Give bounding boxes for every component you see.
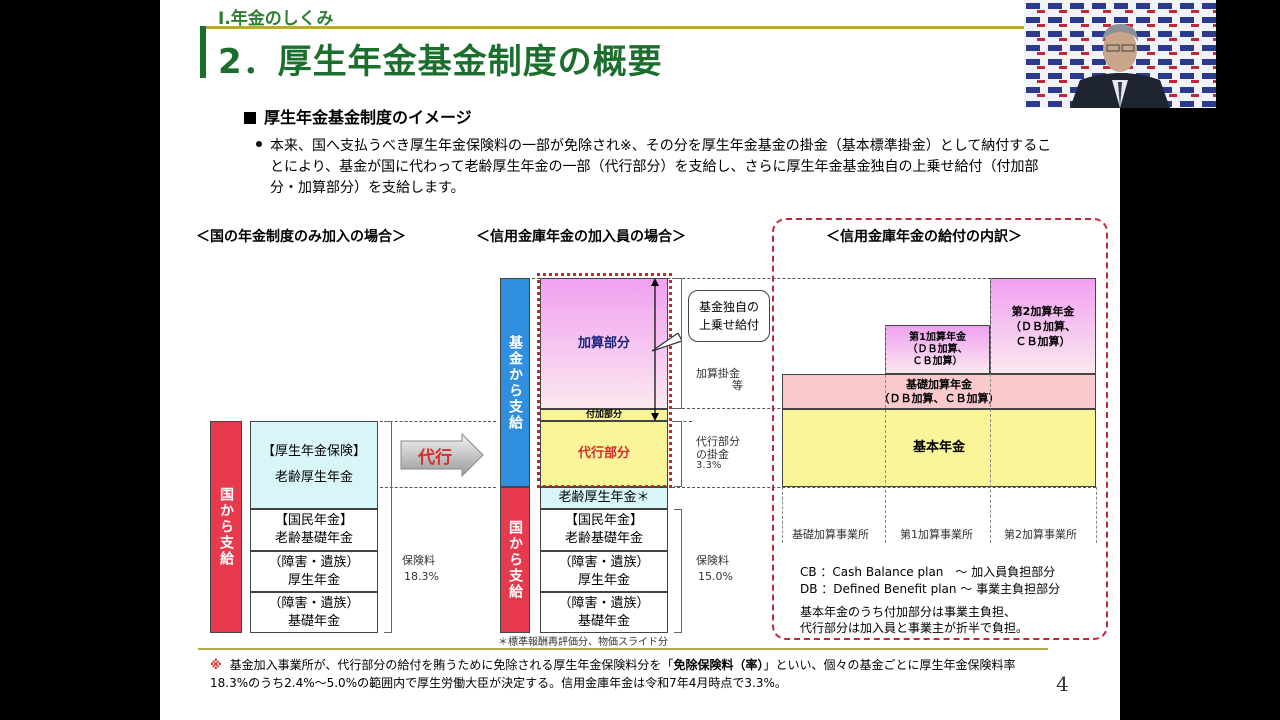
burden-note: 基本年金のうち付加部分は事業主負担、 代行部分は加入員と事業主が折半で負担。 — [800, 605, 1029, 635]
kasan-kakekin-label: 加算掛金 — [696, 367, 740, 380]
fuka-box: 付加部分 — [540, 409, 668, 421]
premium-bracket-middle — [674, 509, 682, 633]
daiko-kakekin-suffix: の掛金 — [696, 448, 729, 461]
premium-rate-left: 18.3% — [404, 570, 439, 583]
column-label-first: 第1加算事業所 — [900, 528, 973, 541]
presenter-webcam-icon — [1024, 0, 1216, 108]
premium-rate-middle: 15.0% — [698, 570, 733, 583]
guide-line-daiko-bottom — [672, 487, 1096, 488]
disability-kousei-box-middle: （障害・遺族） 厚生年金 — [540, 551, 668, 592]
daiko-kakekin-label: 代行部分 — [696, 435, 740, 448]
bullet-dot-icon — [256, 141, 262, 147]
fund-extra-callout: 基金独自の 上乗せ給付 — [688, 290, 770, 342]
kasan-bracket — [674, 278, 682, 409]
premium-bracket-left — [384, 421, 392, 633]
disability-kiso-box-middle: （障害・遺族） 基礎年金 — [540, 592, 668, 633]
right-panel-title: ＜信用金庫年金の給付の内訳＞ — [826, 229, 1022, 245]
right-arrow-icon — [400, 432, 484, 478]
guide-line-daiko-top-left — [380, 421, 496, 422]
legend-cb: CB ：Cash Balance plan ～ 加入員負担部分 — [800, 565, 1056, 579]
footer-rule — [198, 648, 1048, 650]
square-bullet-icon — [244, 112, 256, 124]
disability-kiso-box-left: （障害・遺族） 基礎年金 — [250, 592, 378, 633]
plan-legend: CB ：Cash Balance plan ～ 加入員負担部分 DB ：Defi… — [800, 564, 1060, 598]
title-accent-bar — [200, 26, 206, 78]
premium-label-left: 保険料 — [402, 554, 435, 567]
section-label: Ⅰ.年金のしくみ — [218, 9, 334, 29]
kasan-kakekin-suffix: 等 — [732, 379, 743, 392]
guide-line-daiko-bottom-left — [380, 487, 496, 488]
page-title: 2．厚生年金基金制度の概要 — [218, 42, 663, 82]
guide-line-daiko-right — [672, 421, 692, 422]
left-panel-title: ＜国の年金制度のみ加入の場合＞ — [196, 229, 406, 245]
kokumin-pension-box-middle: 【国民年金】 老齢基礎年金 — [540, 509, 668, 551]
premium-label-middle: 保険料 — [696, 554, 729, 567]
column-divider-right — [1096, 487, 1097, 543]
kousei-pension-box-left: 【厚生年金保険】 老齢厚生年金 — [250, 421, 378, 509]
state-payment-column-left: 国から支給 — [210, 421, 242, 633]
disability-kousei-box-left: （障害・遺族） 厚生年金 — [250, 551, 378, 592]
daiko-arrow-label: 代行 — [418, 448, 452, 468]
fund-payment-column: 基金から支給 — [500, 278, 530, 487]
daiko-bracket — [674, 421, 682, 487]
bullet-text: 本来、国へ支払うべき厚生年金保険料の一部が免除され※、その分を厚生年金基金の掛金… — [270, 138, 1052, 196]
daiko-rate: 3.3% — [696, 460, 722, 471]
footer-note: ※基金加入事業所が、代行部分の給付を賄うために免除される厚生年金保険料分を「免除… — [210, 658, 1016, 690]
column-divider-left — [782, 487, 783, 543]
column-label-second: 第2加算事業所 — [1004, 528, 1077, 541]
rourei-kousei-box-middle: 老齢厚生年金＊ — [540, 487, 668, 509]
revaluation-note: ＊標準報酬再評価分、物価スライド分 — [498, 637, 668, 648]
title-rule — [200, 26, 1040, 29]
kasan-box: 加算部分 — [540, 278, 668, 409]
guide-line-top — [532, 278, 1096, 279]
daiko-arrow — [400, 432, 484, 478]
presenter-video — [1024, 0, 1216, 108]
column-label-kiso: 基礎加算事業所 — [792, 528, 869, 541]
second-kasan-box: 第2加算年金 （ＤＢ加算、 ＣＢ加算） — [990, 278, 1096, 374]
page-number: 4 — [1056, 672, 1069, 696]
kiso-kasan-box: 基礎加算年金 （ＤＢ加算、ＣＢ加算） — [782, 374, 1096, 409]
callout-pointer — [651, 332, 683, 353]
legend-db: DB ：Defined Benefit plan ～ 事業主負担部分 — [800, 582, 1061, 596]
column-divider-1 — [885, 325, 886, 543]
kihon-pension-box: 基本年金 — [782, 409, 1096, 487]
first-kasan-box: 第1加算年金 （ＤＢ加算、 ＣＢ加算） — [885, 325, 990, 374]
state-payment-column-middle: 国から支給 — [500, 487, 530, 633]
benefit-breakdown-frame — [772, 218, 1108, 640]
column-divider-2 — [990, 278, 991, 543]
sub-heading: 厚生年金基金制度のイメージ — [244, 104, 472, 128]
kokumin-pension-box-left: 【国民年金】 老齢基礎年金 — [250, 509, 378, 551]
fund-highlight-frame — [537, 273, 672, 488]
middle-panel-title: ＜信用金庫年金の加入員の場合＞ — [476, 229, 686, 245]
slide: Ⅰ.年金のしくみ 2．厚生年金基金制度の概要 厚生年金基金制度のイメージ 本来、… — [160, 0, 1120, 720]
